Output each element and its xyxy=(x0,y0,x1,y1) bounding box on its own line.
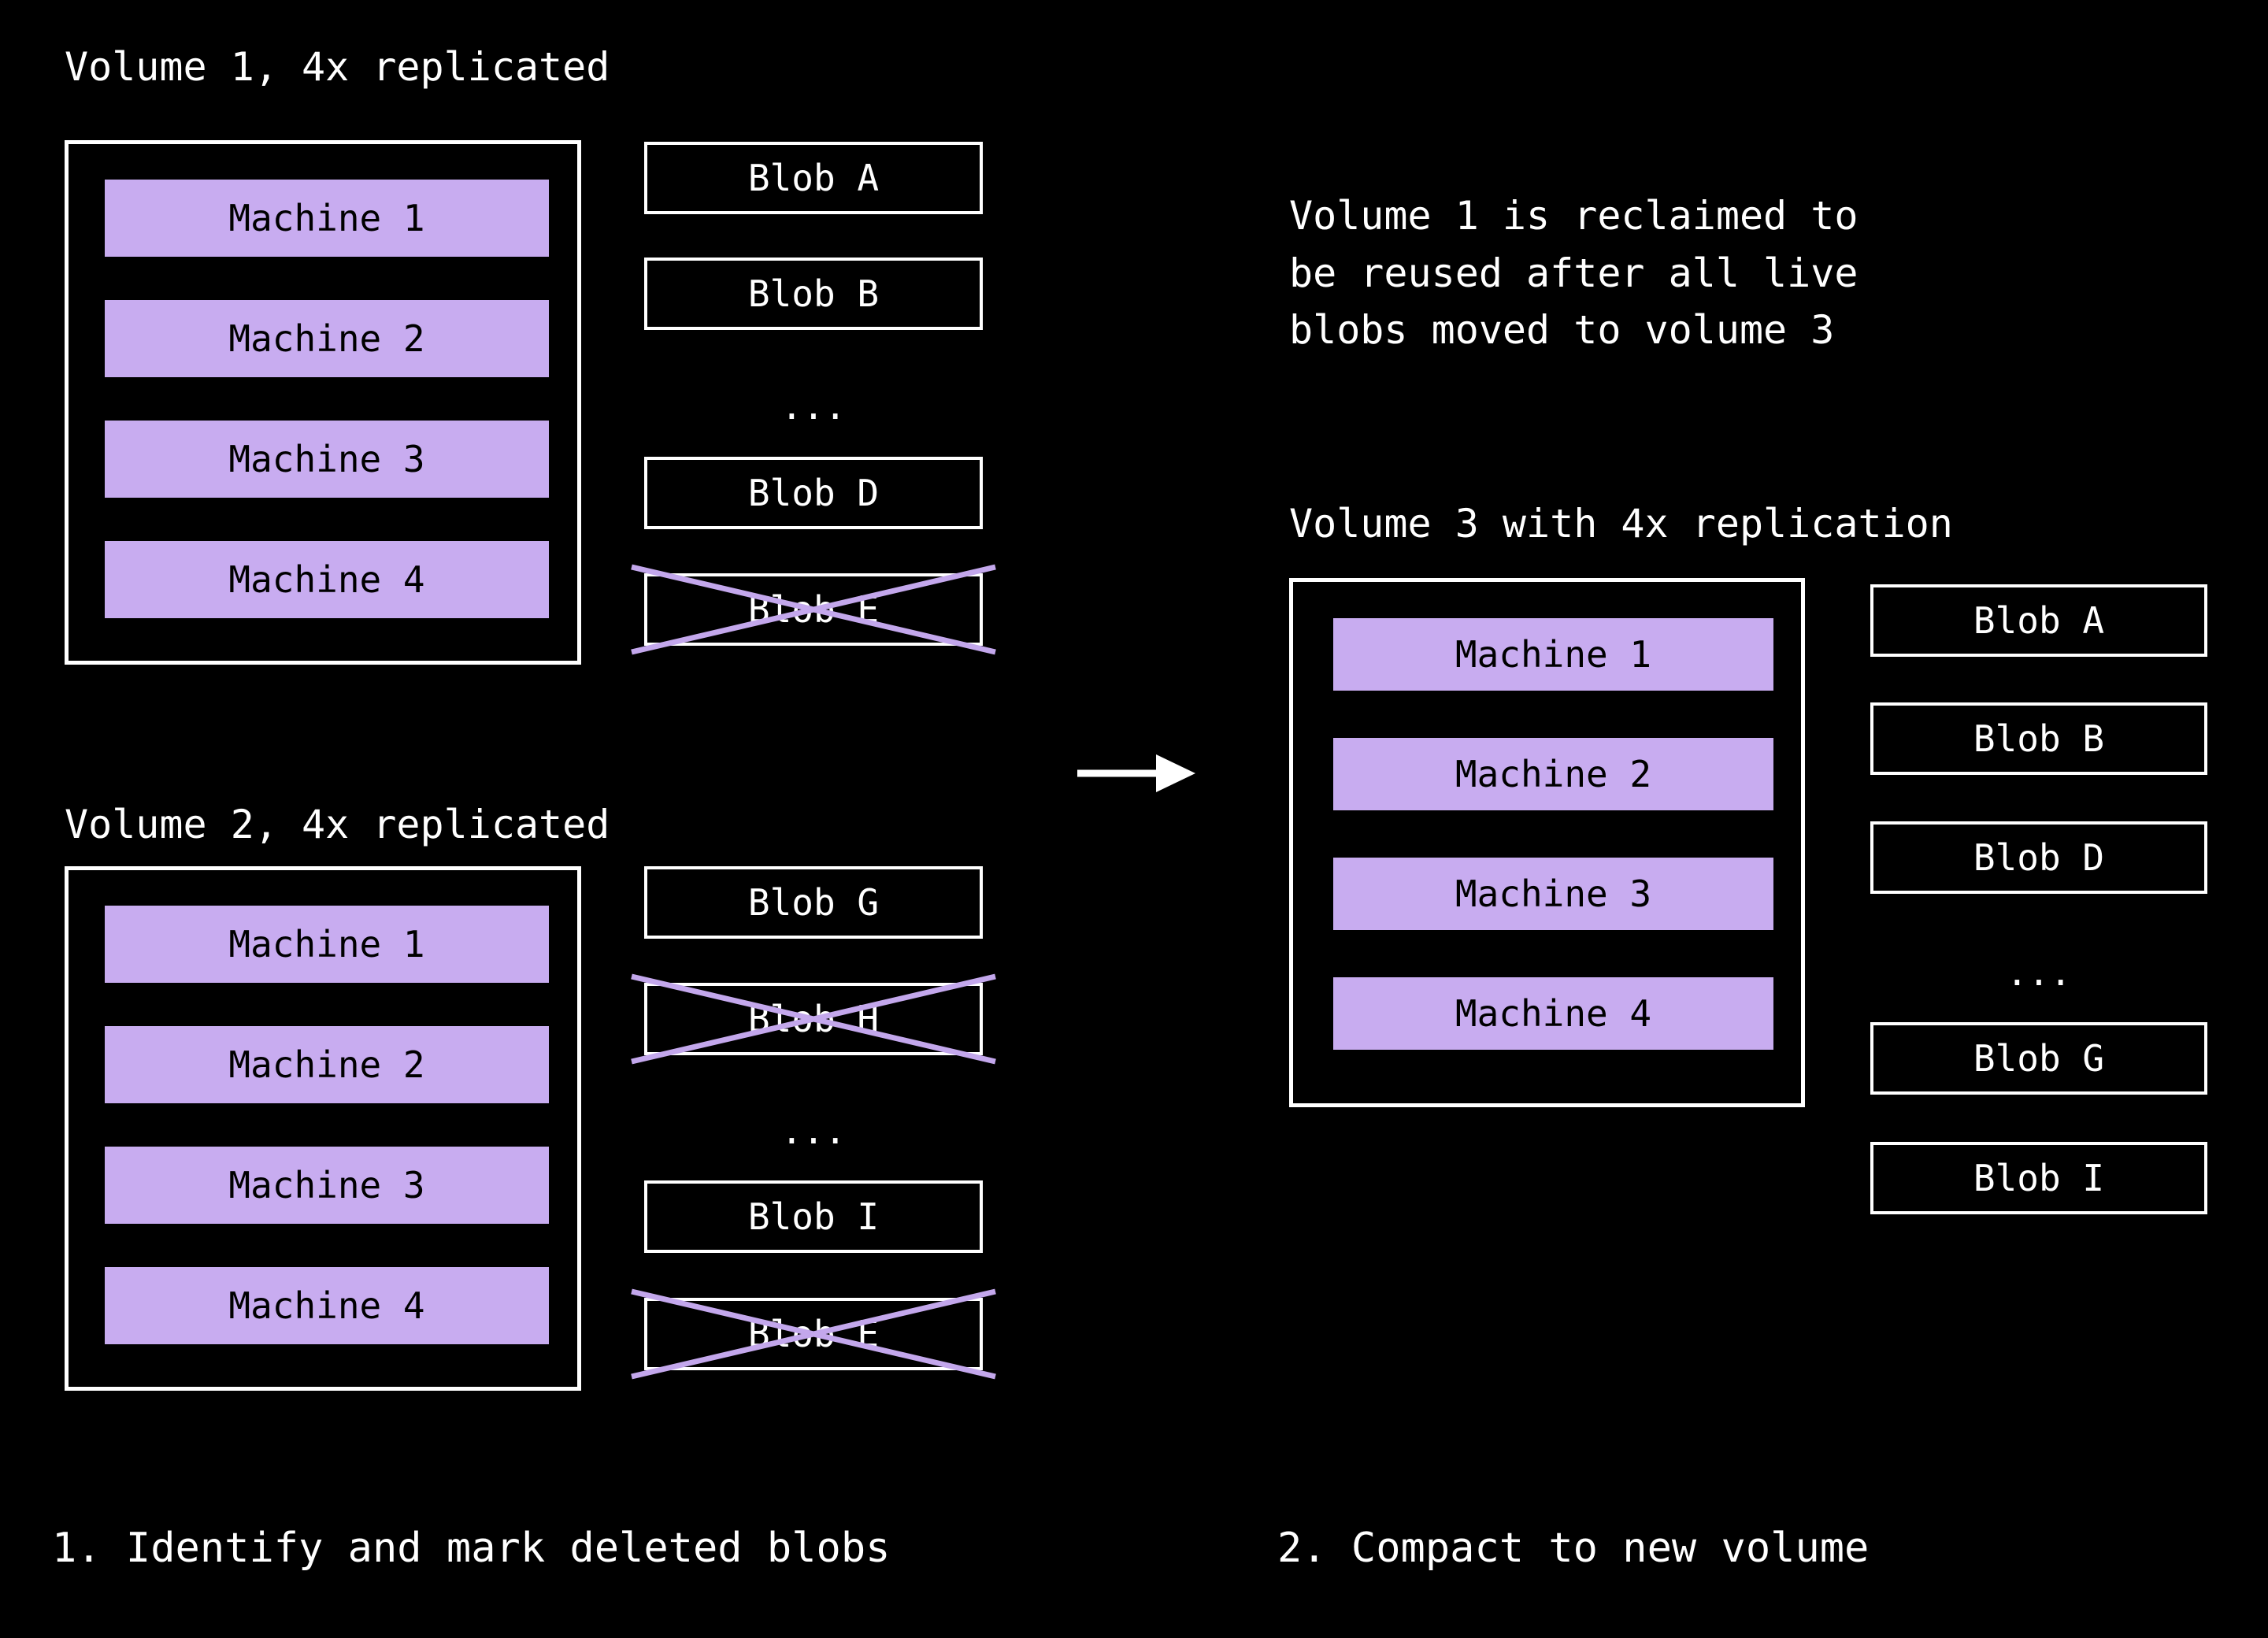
volume1-machine-1[interactable]: Machine 1 xyxy=(105,180,549,257)
step-2-caption: 2. Compact to new volume xyxy=(1277,1525,1870,1572)
volume3-blob-d[interactable]: Blob D xyxy=(1870,821,2207,894)
volume3-machine-1[interactable]: Machine 1 xyxy=(1333,618,1773,691)
volume3-machine-4[interactable]: Machine 4 xyxy=(1333,977,1773,1050)
reclaim-note: Volume 1 is reclaimed to be reused after… xyxy=(1289,193,1858,353)
volume3-blob-i[interactable]: Blob I xyxy=(1870,1142,2207,1214)
volume2-blob-e[interactable]: Blob E xyxy=(644,1298,983,1370)
volume2-blob-ellipsis: ... xyxy=(780,1110,847,1152)
volume3-blob-a[interactable]: Blob A xyxy=(1870,584,2207,657)
volume1-blob-d[interactable]: Blob D xyxy=(644,457,983,529)
volume3-heading: Volume 3 with 4x replication xyxy=(1289,501,1953,547)
volume1-blob-ellipsis: ... xyxy=(780,385,847,428)
volume3-machine-panel: Machine 1 Machine 2 Machine 3 Machine 4 xyxy=(1289,578,1805,1107)
volume3-blob-g[interactable]: Blob G xyxy=(1870,1022,2207,1095)
volume2-machine-panel: Machine 1 Machine 2 Machine 3 Machine 4 xyxy=(65,866,581,1391)
volume1-heading: Volume 1, 4x replicated xyxy=(65,44,610,90)
volume1-machine-3[interactable]: Machine 3 xyxy=(105,421,549,498)
volume1-blob-b[interactable]: Blob B xyxy=(644,258,983,330)
volume2-machine-3[interactable]: Machine 3 xyxy=(105,1147,549,1224)
volume2-blob-i[interactable]: Blob I xyxy=(644,1180,983,1253)
volume2-blob-g[interactable]: Blob G xyxy=(644,866,983,939)
volume2-blob-h[interactable]: Blob H xyxy=(644,983,983,1055)
volume2-machine-2[interactable]: Machine 2 xyxy=(105,1026,549,1103)
volume3-machine-2[interactable]: Machine 2 xyxy=(1333,738,1773,810)
volume1-blob-e[interactable]: Blob E xyxy=(644,573,983,646)
step-1-caption: 1. Identify and mark deleted blobs xyxy=(52,1525,891,1572)
volume1-machine-panel: Machine 1 Machine 2 Machine 3 Machine 4 xyxy=(65,140,581,665)
volume3-blob-b[interactable]: Blob B xyxy=(1870,702,2207,775)
volume2-machine-4[interactable]: Machine 4 xyxy=(105,1267,549,1344)
volume3-machine-3[interactable]: Machine 3 xyxy=(1333,858,1773,930)
volume1-blob-a[interactable]: Blob A xyxy=(644,142,983,214)
volume3-blob-ellipsis: ... xyxy=(2006,951,2072,994)
volume2-machine-1[interactable]: Machine 1 xyxy=(105,906,549,983)
flow-arrow-icon xyxy=(1077,754,1195,792)
volume2-heading: Volume 2, 4x replicated xyxy=(65,802,610,847)
volume1-machine-2[interactable]: Machine 2 xyxy=(105,300,549,377)
volume1-machine-4[interactable]: Machine 4 xyxy=(105,541,549,618)
